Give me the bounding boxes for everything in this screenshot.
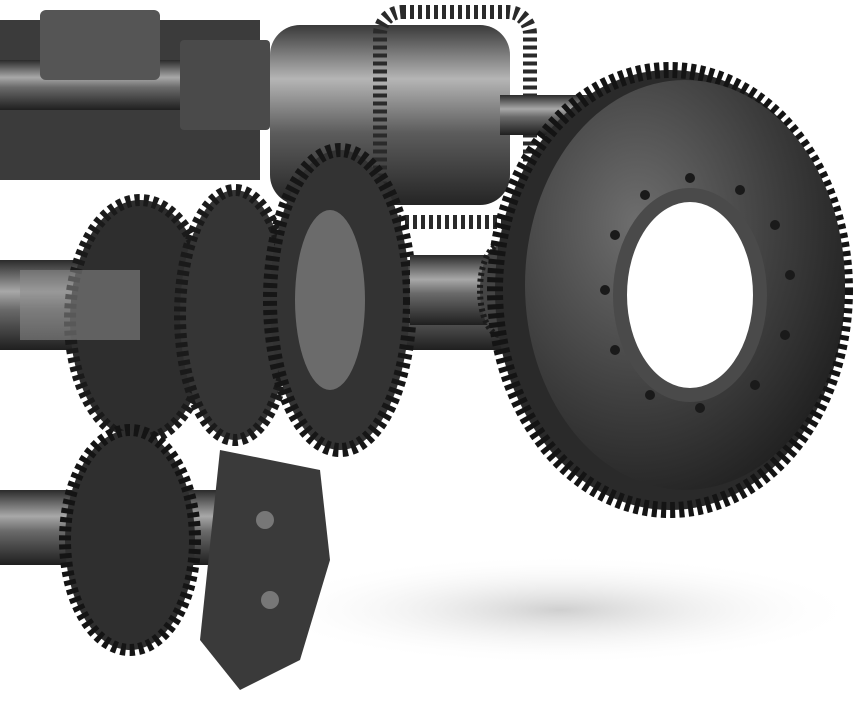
floor-shadow: [260, 555, 853, 665]
ring-gear-bore: [613, 188, 767, 402]
ring-gear-bolt-holes: [600, 173, 795, 413]
ring-gear: [487, 62, 853, 518]
lower-shaft-gear: [0, 424, 330, 690]
